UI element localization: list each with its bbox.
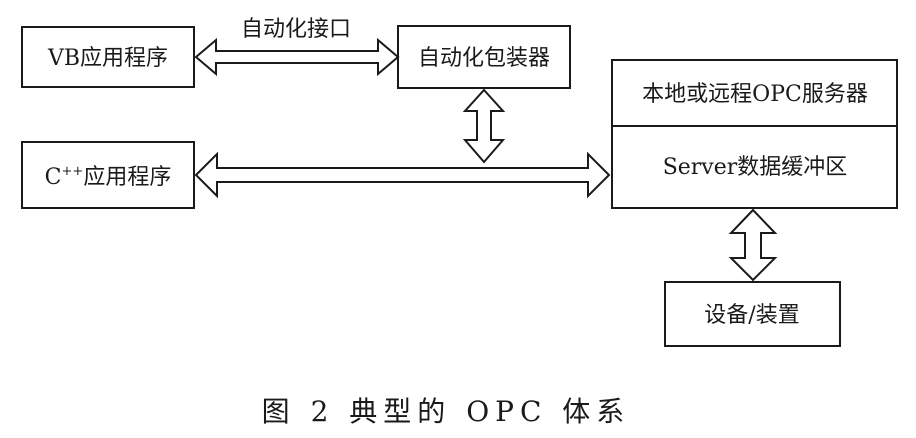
opc-server-label: 本地或远程OPC服务器 — [642, 82, 868, 107]
cpp-application-label-suffix: 应用程序 — [83, 165, 171, 190]
vb-application-label: VB应用程序 — [47, 46, 168, 71]
device-node: 设备/装置 — [664, 281, 841, 347]
automation-wrapper-label: 自动化包装器 — [418, 46, 550, 71]
wrapper-to-bus-arrow — [462, 88, 506, 164]
cpp-application-node: C++应用程序 — [21, 141, 195, 209]
figure-caption: 图 2 典型的 OPC 体系 — [262, 395, 631, 428]
server-buffer-label: Server数据缓冲区 — [663, 155, 848, 180]
automation-wrapper-node: 自动化包装器 — [397, 25, 571, 89]
server-to-device-arrow — [728, 208, 778, 282]
cpp-application-label: C++应用程序 — [45, 164, 172, 190]
opc-server-node: 本地或远程OPC服务器 Server数据缓冲区 — [611, 59, 898, 209]
automation-wrapper-box — [397, 25, 571, 89]
cpp-application-box — [21, 141, 195, 209]
automation-interface-label: 自动化接口 — [241, 17, 351, 42]
vb-application-box — [21, 26, 195, 88]
device-label: 设备/装置 — [704, 303, 799, 328]
cpp-to-server-arrow — [194, 151, 611, 199]
cpp-application-label-superscript: ++ — [62, 164, 84, 179]
vb-application-node: VB应用程序 — [21, 26, 195, 88]
device-box — [664, 281, 841, 347]
cpp-application-label-prefix: C — [45, 165, 62, 190]
vb-to-wrapper-arrow — [194, 37, 400, 77]
opc-server-box — [611, 59, 898, 209]
